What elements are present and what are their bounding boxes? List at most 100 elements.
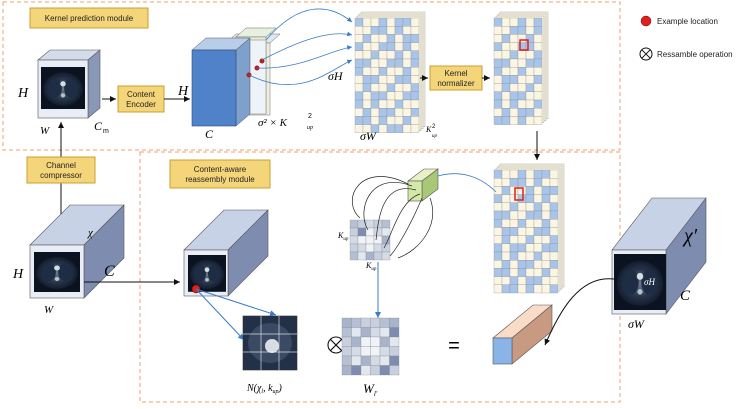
grid-cell xyxy=(410,91,420,101)
grid-cell xyxy=(501,116,511,125)
grid-cell xyxy=(410,99,420,109)
input-feature-cube xyxy=(29,204,125,299)
grid-cell xyxy=(517,243,527,253)
grid-cell xyxy=(525,26,535,35)
grid-cell xyxy=(493,178,503,187)
grid-cell xyxy=(525,284,535,294)
grid-cell xyxy=(410,124,420,133)
grid-cell xyxy=(517,260,527,269)
grid-cell xyxy=(533,178,543,187)
grid-cell xyxy=(509,67,519,76)
grid-cell xyxy=(541,202,551,212)
grid-cell xyxy=(541,169,551,179)
kernel-cell xyxy=(351,365,362,376)
grid-cell xyxy=(509,34,519,43)
grid-cell xyxy=(501,75,511,84)
grid-cell xyxy=(410,75,420,84)
kernel-cell xyxy=(341,317,352,328)
grid-cell xyxy=(410,50,420,60)
label-Cm-sub: m xyxy=(103,128,109,135)
kernel-cell xyxy=(360,355,371,366)
grid-cell xyxy=(533,169,543,179)
kernel-cell xyxy=(381,235,391,245)
grid-cell xyxy=(394,50,404,60)
kernel-prediction-title-box xyxy=(29,7,149,29)
grid-cell xyxy=(493,50,503,60)
kernel-cell xyxy=(379,327,390,338)
grid-cell xyxy=(378,17,388,27)
grid-cell xyxy=(493,169,503,179)
kernel-cell xyxy=(389,317,400,328)
grid-cell xyxy=(354,26,364,35)
kernel-cell xyxy=(379,365,390,376)
grid-cell xyxy=(541,251,551,261)
kernel-cell xyxy=(360,346,371,357)
grid-cell xyxy=(533,251,543,261)
grid-cell xyxy=(525,194,535,203)
grid-cell xyxy=(370,50,380,60)
grid-cell xyxy=(493,243,503,253)
grid-cell xyxy=(549,202,559,212)
label-K2-top-sup: 2 xyxy=(432,124,436,130)
grid-cell xyxy=(517,251,527,261)
otimes-legend-icon xyxy=(639,47,653,61)
grid-cell xyxy=(509,268,519,277)
grid-cell xyxy=(354,67,364,76)
grid-cell xyxy=(394,67,404,76)
kernel-cell xyxy=(379,346,390,357)
grid-cell xyxy=(525,243,535,253)
grid-cell xyxy=(354,116,364,125)
grid-cell xyxy=(378,75,388,84)
grid-cell xyxy=(493,276,503,285)
kernel-cell xyxy=(365,235,375,245)
kernel-prediction-title: Kernel prediction module xyxy=(45,14,134,23)
reassembly-title-line1: Content-aware xyxy=(194,165,247,174)
grid-cell xyxy=(517,108,527,117)
grid-cell xyxy=(517,116,527,125)
kernel-cell xyxy=(357,227,367,237)
grid-cell xyxy=(509,276,519,285)
kernel-cell xyxy=(357,235,367,245)
grid-cell xyxy=(410,42,420,51)
grid-cell xyxy=(509,210,519,220)
grid-cell xyxy=(378,42,388,51)
grid-cell xyxy=(525,91,535,101)
grid-cell xyxy=(517,219,527,228)
label-chi-prime: χ′ xyxy=(682,225,698,247)
grid-cell xyxy=(362,26,372,35)
kernel-cell xyxy=(349,243,359,253)
grid-cell xyxy=(410,58,420,68)
kernel-cell xyxy=(360,327,371,338)
grid-cell xyxy=(509,178,519,187)
kernel-cell xyxy=(379,336,390,347)
grid-cell xyxy=(501,243,511,253)
grid-cell xyxy=(402,42,412,51)
grid-cell xyxy=(541,243,551,253)
grid-cell xyxy=(525,178,535,187)
grid-cell xyxy=(370,108,380,117)
grid-cell xyxy=(493,58,503,68)
grid-cell xyxy=(549,284,559,294)
grid-cell xyxy=(362,17,372,27)
reassembly-title-line2: reassembly module xyxy=(185,175,255,184)
grid-cell xyxy=(386,42,396,51)
grid-cell xyxy=(501,91,511,101)
grid-cell xyxy=(533,284,543,294)
grid-cell xyxy=(509,235,519,244)
grid-cell xyxy=(501,67,511,76)
grid-cell xyxy=(509,116,519,125)
label-W-input: W xyxy=(44,304,54,316)
grid-cell xyxy=(525,67,535,76)
grid-cell xyxy=(525,50,535,60)
example-location-icon xyxy=(640,15,652,27)
grid-cell xyxy=(386,99,396,109)
grid-cell xyxy=(533,75,543,84)
grid-cell xyxy=(533,210,543,220)
grid-cell xyxy=(533,194,543,203)
grid-cell xyxy=(525,202,535,212)
grid-cell xyxy=(410,67,420,76)
kernel-cell xyxy=(370,327,381,338)
grid-cell xyxy=(410,34,420,43)
grid-cell xyxy=(533,202,543,212)
